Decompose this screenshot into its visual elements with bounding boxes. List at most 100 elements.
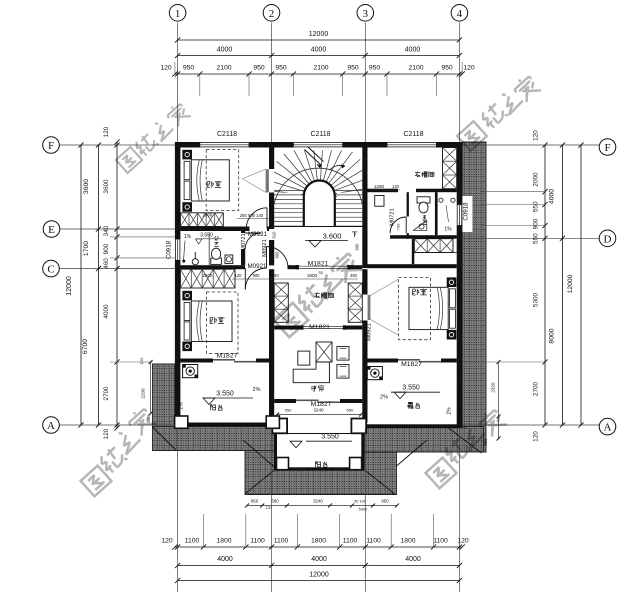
svg-text:3600: 3600 [103, 179, 110, 194]
svg-text:950: 950 [381, 499, 389, 504]
svg-text:1%: 1% [444, 227, 452, 233]
svg-text:900: 900 [533, 218, 540, 229]
svg-text:2600: 2600 [203, 273, 213, 278]
svg-text:1: 1 [175, 8, 181, 20]
svg-text:120: 120 [139, 357, 144, 364]
svg-text:120: 120 [160, 65, 172, 72]
svg-text:1080: 1080 [269, 273, 279, 278]
svg-text:M1827: M1827 [401, 361, 422, 368]
svg-text:950: 950 [347, 65, 359, 72]
svg-text:900: 900 [275, 251, 280, 259]
svg-text:460: 460 [103, 258, 110, 269]
svg-text:1100: 1100 [366, 538, 381, 545]
svg-text:2100: 2100 [313, 65, 328, 72]
svg-text:950: 950 [253, 65, 265, 72]
svg-text:E: E [48, 224, 55, 236]
svg-text:1280: 1280 [374, 184, 385, 189]
svg-text:3240: 3240 [313, 499, 323, 504]
svg-text:5300: 5300 [533, 292, 540, 307]
svg-text:4000: 4000 [311, 47, 327, 54]
svg-text:1100: 1100 [274, 538, 289, 545]
svg-text:5300: 5300 [359, 508, 367, 512]
svg-text:C2118: C2118 [310, 131, 330, 138]
svg-text:900: 900 [253, 273, 261, 278]
svg-text:2%: 2% [253, 387, 261, 393]
svg-text:M0721: M0721 [390, 208, 396, 226]
svg-text:610: 610 [272, 231, 277, 239]
svg-text:2100: 2100 [408, 65, 423, 72]
svg-text:2: 2 [269, 8, 275, 20]
svg-text:120: 120 [392, 184, 400, 189]
svg-text:2200: 2200 [141, 388, 146, 399]
svg-text:M0921: M0921 [367, 323, 373, 341]
svg-text:1%: 1% [184, 234, 192, 240]
svg-text:120: 120 [265, 506, 271, 510]
svg-text:120: 120 [463, 65, 475, 72]
svg-text:700: 700 [396, 223, 401, 230]
svg-text:4000: 4000 [405, 556, 421, 563]
svg-text:120: 120 [103, 126, 110, 137]
svg-text:M1821: M1821 [308, 261, 329, 268]
svg-text:550: 550 [347, 408, 354, 413]
svg-text:F: F [604, 142, 610, 154]
svg-text:3600: 3600 [83, 179, 90, 194]
svg-text:3.550: 3.550 [321, 434, 339, 441]
svg-text:M1827: M1827 [311, 401, 332, 408]
svg-text:2700: 2700 [533, 381, 540, 396]
svg-text:1800: 1800 [216, 538, 231, 545]
svg-text:2000: 2000 [533, 172, 540, 187]
svg-text:950: 950 [369, 65, 381, 72]
svg-text:3.600: 3.600 [323, 232, 342, 241]
svg-text:900: 900 [355, 243, 360, 251]
svg-text:M0921: M0921 [363, 239, 369, 257]
svg-text:F: F [48, 140, 54, 152]
svg-text:450: 450 [350, 273, 358, 278]
svg-text:2%: 2% [447, 407, 453, 415]
svg-text:4: 4 [457, 8, 463, 20]
svg-text:120: 120 [235, 273, 243, 278]
svg-text:120: 120 [457, 538, 469, 545]
svg-text:260 900 140: 260 900 140 [240, 213, 264, 218]
svg-text:4000: 4000 [405, 47, 421, 54]
svg-text:2%: 2% [179, 402, 185, 410]
svg-text:900: 900 [103, 243, 110, 254]
svg-text:D: D [604, 233, 612, 245]
svg-text:550: 550 [533, 233, 540, 244]
svg-text:2100: 2100 [216, 65, 231, 72]
svg-text:4000: 4000 [103, 304, 110, 319]
svg-text:C2118: C2118 [403, 131, 423, 138]
svg-text:A: A [604, 422, 612, 434]
svg-text:12000: 12000 [66, 276, 73, 296]
svg-text:1800: 1800 [400, 538, 415, 545]
svg-text:950: 950 [183, 65, 195, 72]
svg-text:950: 950 [251, 499, 259, 504]
svg-text:8000: 8000 [549, 328, 556, 343]
svg-text:1800: 1800 [307, 273, 318, 278]
svg-text:2%: 2% [380, 395, 388, 401]
svg-text:950: 950 [441, 65, 453, 72]
svg-text:50 100: 50 100 [354, 500, 366, 504]
svg-text:120: 120 [161, 538, 173, 545]
svg-text:3.550: 3.550 [200, 233, 213, 239]
svg-text:1100: 1100 [250, 538, 265, 545]
svg-text:550: 550 [533, 201, 540, 212]
svg-text:M0921: M0921 [248, 263, 267, 270]
svg-text:C0918: C0918 [463, 202, 470, 221]
svg-text:M0921: M0921 [248, 231, 267, 238]
svg-text:120: 120 [103, 428, 110, 439]
svg-text:2320: 2320 [491, 382, 496, 393]
svg-text:1800: 1800 [311, 538, 326, 545]
svg-text:M0921: M0921 [262, 239, 268, 257]
svg-text:120: 120 [533, 130, 540, 141]
svg-text:1100: 1100 [343, 538, 358, 545]
svg-text:4000: 4000 [217, 47, 233, 54]
svg-text:3240: 3240 [313, 408, 324, 413]
svg-text:580: 580 [271, 499, 279, 504]
svg-text:M1821: M1821 [309, 324, 330, 331]
svg-text:4000: 4000 [549, 189, 556, 204]
svg-text:4000: 4000 [311, 556, 327, 563]
svg-text:1700: 1700 [83, 241, 90, 256]
svg-text:3.550: 3.550 [216, 391, 234, 398]
svg-text:12000: 12000 [309, 572, 329, 579]
svg-text:3.550: 3.550 [402, 385, 420, 392]
